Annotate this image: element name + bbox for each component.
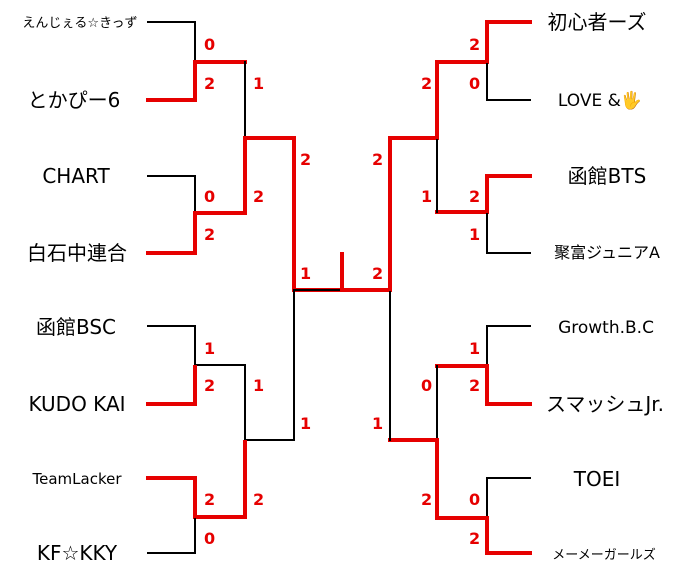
line-left-team-2 (146, 60, 247, 102)
score-r-semi-bottom: 1 (372, 414, 383, 433)
score-l-r1-m2-bottom: 2 (204, 225, 215, 244)
score-l-r1-m1-top: 0 (204, 35, 215, 54)
score-r-r1-m1-bottom: 0 (469, 74, 480, 93)
line-final-winner (340, 252, 392, 292)
score-final-left: 1 (300, 264, 311, 283)
score-l-r1-m4-top: 2 (204, 490, 215, 509)
score-l-r1-m3-top: 1 (204, 339, 215, 358)
line-right-team-4 (486, 213, 531, 254)
right-team-6: スマッシュJr. (546, 392, 664, 416)
line-right-team-2 (486, 63, 531, 101)
left-team-2: とかぴー6 (28, 88, 121, 112)
line-right-team-5 (486, 325, 531, 366)
right-team-3: 函館BTS (568, 164, 647, 188)
score-l-semi-bottom: 1 (300, 414, 311, 433)
score-l-r1-m2-top: 0 (204, 187, 215, 206)
line-left-team-1 (147, 21, 196, 61)
line-left-team-4 (146, 211, 247, 255)
line-left-team-5 (147, 325, 246, 366)
line-left-team-8 (147, 518, 196, 554)
line-left-team-7 (146, 476, 247, 519)
score-l-r2-m1-top: 1 (253, 74, 264, 93)
score-r-r1-m3-top: 1 (469, 339, 480, 358)
left-team-3: CHART (42, 164, 110, 188)
left-team-1: えんじぇる☆きっず (22, 16, 137, 31)
score-r-r1-m4-bottom: 2 (469, 529, 480, 548)
score-r-r1-m3-bottom: 2 (469, 376, 480, 395)
score-l-r1-m1-bottom: 2 (204, 74, 215, 93)
line-right-team-1 (435, 20, 532, 64)
score-r-r2-m2-top: 0 (421, 376, 432, 395)
score-r-semi-top: 2 (372, 150, 383, 169)
left-team-4: 白石中連合 (27, 241, 127, 265)
line-left-r2-bottom (243, 136, 296, 215)
score-r-r1-m2-bottom: 1 (469, 225, 480, 244)
right-team-2: LOVE &🖐 (558, 90, 642, 111)
right-team-7: TOEI (573, 467, 621, 491)
right-team-1: 初心者ーズ (548, 10, 647, 34)
line-right-team-8 (435, 516, 532, 555)
score-l-r1-m3-bottom: 2 (204, 376, 215, 395)
score-r-r2-m2-bottom: 2 (421, 490, 432, 509)
right-team-5: Growth.B.C (558, 318, 654, 338)
score-l-r2-m2-bottom: 2 (253, 490, 264, 509)
line-left-team-3 (147, 175, 196, 213)
line-right-team-7 (486, 477, 531, 518)
right-team-8: メーメーガールズ (552, 547, 655, 563)
line-right-team-3 (435, 174, 532, 214)
score-r-r1-m4-top: 0 (469, 490, 480, 509)
line-right-team-6 (435, 364, 532, 406)
line-right-r2-top (388, 60, 439, 140)
score-l-semi-top: 2 (300, 150, 311, 169)
score-l-r2-m2-top: 1 (253, 376, 264, 395)
left-team-6: KUDO KAI (28, 392, 125, 416)
score-r-r2-m1-bottom: 1 (421, 187, 432, 206)
score-r-r1-m1-top: 2 (469, 35, 480, 54)
left-team-5: 函館BSC (36, 315, 116, 339)
left-team-8: KF☆KKY (37, 541, 118, 565)
left-team-7: TeamLacker (32, 470, 123, 488)
score-l-r1-m4-bottom: 0 (204, 529, 215, 548)
score-r-r2-m1-top: 2 (421, 74, 432, 93)
line-left-team-6 (146, 365, 197, 406)
line-right-r2b-bottom (388, 438, 439, 520)
right-team-4: 聚富ジュニアA (554, 243, 660, 262)
score-r-r1-m2-top: 2 (469, 187, 480, 206)
score-final-right: 2 (372, 264, 383, 283)
score-l-r2-m1-bottom: 2 (253, 187, 264, 206)
